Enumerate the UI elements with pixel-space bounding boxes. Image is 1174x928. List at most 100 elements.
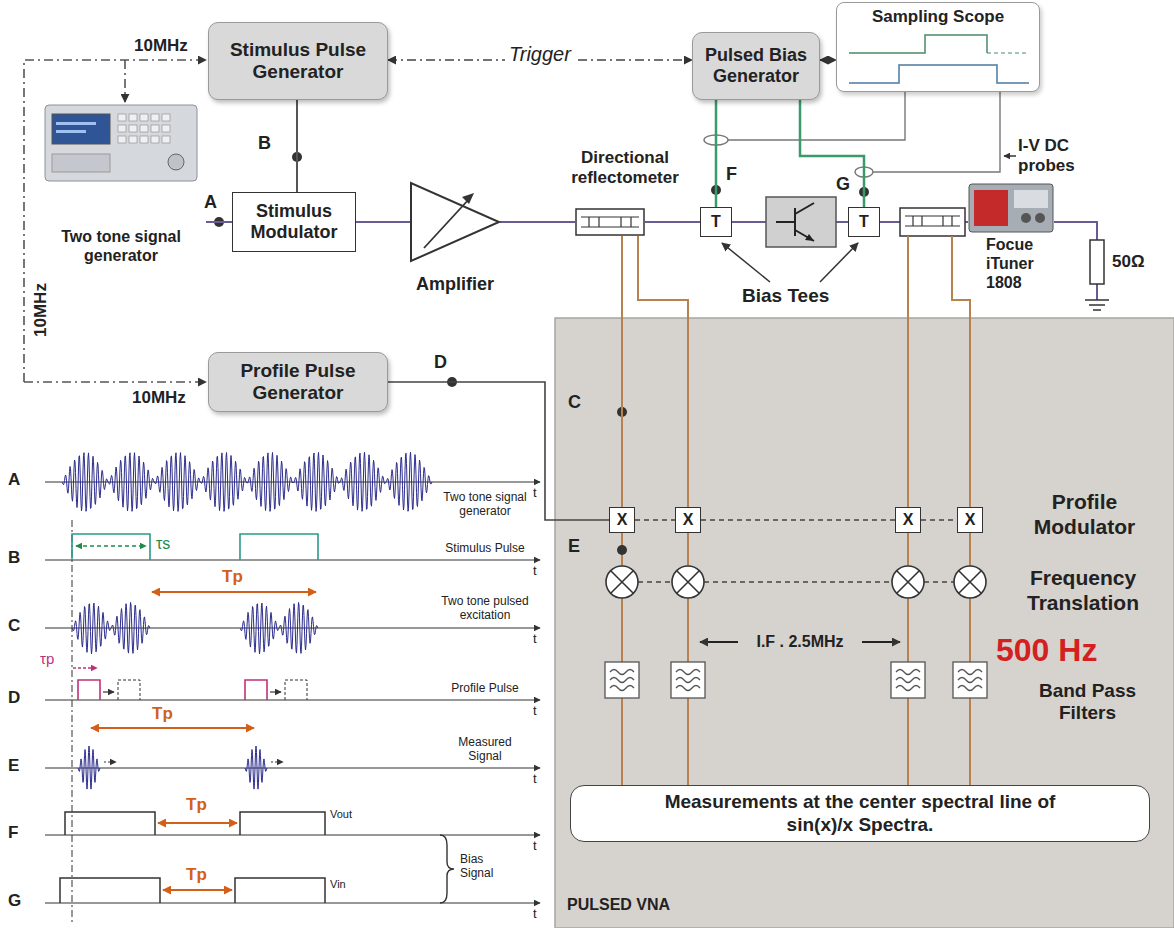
scope-trace [849,65,1029,83]
label: F [726,164,737,185]
label: Tp [186,865,207,885]
amplifier-symbol [462,193,474,204]
timing-waveform [45,559,540,560]
node-text: Amplifier [405,274,505,295]
transistor-symbol [766,197,836,247]
text-block: Focue iTuner 1808 [986,236,1066,293]
modulator-box: Stimulus Modulator [232,192,356,252]
label: Tp [152,704,173,724]
label: t [533,771,537,786]
amplifier: Amplifier [405,182,505,306]
text-block: Amplifier [405,274,505,295]
instrument-picture [162,114,170,121]
tuner-picture [974,190,1008,226]
node-text: Profile Pulse Generator [215,360,381,405]
filter-symbol [610,670,982,691]
rf-wire [880,221,900,223]
connector [621,236,623,507]
reflectometer: Directional reflectometer [555,148,695,238]
scope-trace [987,52,1029,53]
mixer-symbol [606,566,986,598]
timing-waveform [78,746,100,789]
label: C [568,392,581,413]
vna-signal-wire [907,236,909,507]
scope-trace [849,35,987,53]
pointer-arrow [722,243,858,282]
timing-waveform [45,699,540,700]
rf-wire [1054,222,1097,240]
transistor-symbol [805,234,814,241]
label: Profile Pulse [440,681,530,695]
reflectometer-symbol [900,208,965,236]
label: Bias Tees [742,285,829,307]
timing-waveform [271,761,283,762]
label: G [8,891,21,911]
node-text: X [617,511,628,530]
reference-clock-wire [24,381,206,383]
instrument-picture [56,122,96,125]
load-resistor [1085,240,1109,310]
node-text: Stimulus Modulator [239,201,349,243]
connector [800,100,864,207]
label: τs [156,535,170,554]
node-text: Focue iTuner 1808 [986,236,1066,293]
label: F [8,823,18,843]
vna-signal-wire [622,698,970,785]
label: t [533,906,537,921]
node-text: Two tone signal generator [39,228,203,266]
transistor-symbol [776,203,814,241]
instrument-picture [140,114,148,121]
node-text: X [903,511,914,530]
bias-generator: Pulsed Bias Generator [692,32,820,100]
label: I-V DC probes [1018,136,1118,176]
text-block: PULSED VNA [567,896,767,915]
instrument-picture [162,136,170,143]
label: B [8,548,20,568]
label: 10MHz [134,36,188,56]
tuner-picture [968,178,1054,234]
instrument-picture [45,105,197,181]
instrument-picture [118,136,126,143]
label: A [204,192,217,213]
connector [356,221,410,223]
label: D [434,352,447,373]
timing-waveform [45,834,540,835]
timing-waveform [91,727,254,729]
timing-waveform [240,603,318,654]
reflectometer-symbol [581,217,639,227]
tuner-picture [969,184,1053,232]
amplifier-symbol [424,198,470,248]
node-text: X [683,511,694,530]
timing-waveform [158,822,237,824]
label: t [533,563,537,578]
label: Vout [330,808,352,821]
vna-signal-wire [622,236,970,785]
text-block: Sampling Scope [837,7,1039,27]
timing-waveform [62,452,432,511]
reflectometer-symbol [900,208,965,236]
reflectometer-symbol [905,216,960,226]
tuner-picture [1014,190,1048,208]
timing-waveform [72,534,318,560]
instrument-picture [168,154,184,170]
instrument-picture [129,125,137,132]
timing-waveform [103,691,114,692]
pulse-generator: Stimulus Pulse Generator [208,22,388,100]
instrument-picture [140,136,148,143]
label: Frequency Translation [1008,566,1158,616]
if-arrow [862,641,900,643]
timing-waveform [72,520,73,925]
label: t [533,485,537,500]
timing-waveform [440,835,454,903]
label: Two tone pulsed excitation [437,594,533,622]
instrument-picture [151,114,159,121]
timing-waveform [45,767,540,768]
label: Two tone signal generator [440,490,530,518]
probe-wire [704,92,1000,177]
pulse-generator: Profile Pulse Generator [208,352,388,412]
bias-tee: T [848,207,880,237]
label: A [8,470,20,490]
instrument-picture [118,114,126,121]
rf-wire [1096,284,1098,300]
amplifier-symbol [411,183,499,261]
